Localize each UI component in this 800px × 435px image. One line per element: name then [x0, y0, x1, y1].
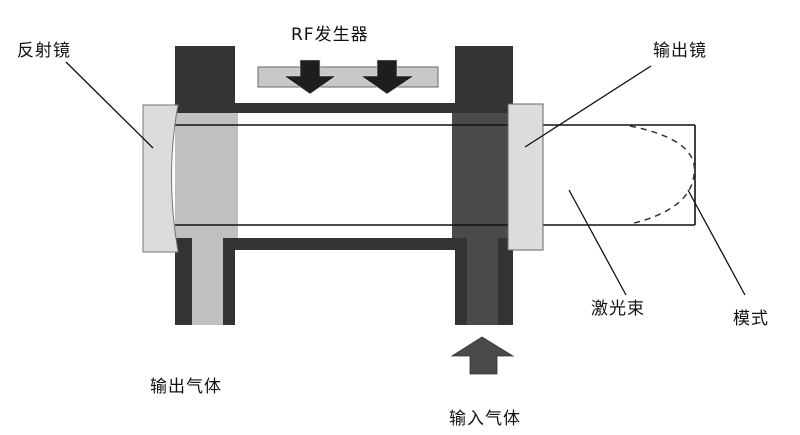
mode-profile-curve	[629, 125, 696, 225]
input-gas-arrow-icon	[450, 336, 515, 375]
rf-arrow-icon	[283, 59, 337, 95]
reflector-mirror	[142, 104, 179, 253]
mode-label: 模式	[733, 309, 769, 329]
gas-inlet-channel	[467, 238, 498, 325]
output-gas-label: 输出气体	[150, 377, 222, 397]
left-discharge-region	[175, 112, 238, 240]
input-gas-label: 输入气体	[449, 409, 521, 429]
output-mirror	[507, 103, 544, 251]
top-tube-wall	[235, 103, 455, 113]
reflector-leader-line	[65, 61, 154, 149]
reflector-label: 反射镜	[17, 41, 71, 61]
gas-outlet-channel	[192, 238, 223, 325]
output-mirror-leader-line	[524, 65, 652, 148]
laser-beam-label: 激光束	[591, 299, 645, 319]
right-discharge-region	[452, 112, 510, 240]
left-top-electrode-block	[175, 46, 235, 113]
rf-arrow-icon	[360, 59, 415, 95]
laser-beam-leader-line	[568, 189, 627, 296]
output-mirror-label: 输出镜	[653, 41, 707, 61]
right-top-electrode-block	[455, 46, 513, 113]
mode-leader-line	[687, 189, 746, 296]
bottom-tube-wall	[235, 238, 455, 250]
rf-generator-label: RF发生器	[291, 25, 369, 45]
